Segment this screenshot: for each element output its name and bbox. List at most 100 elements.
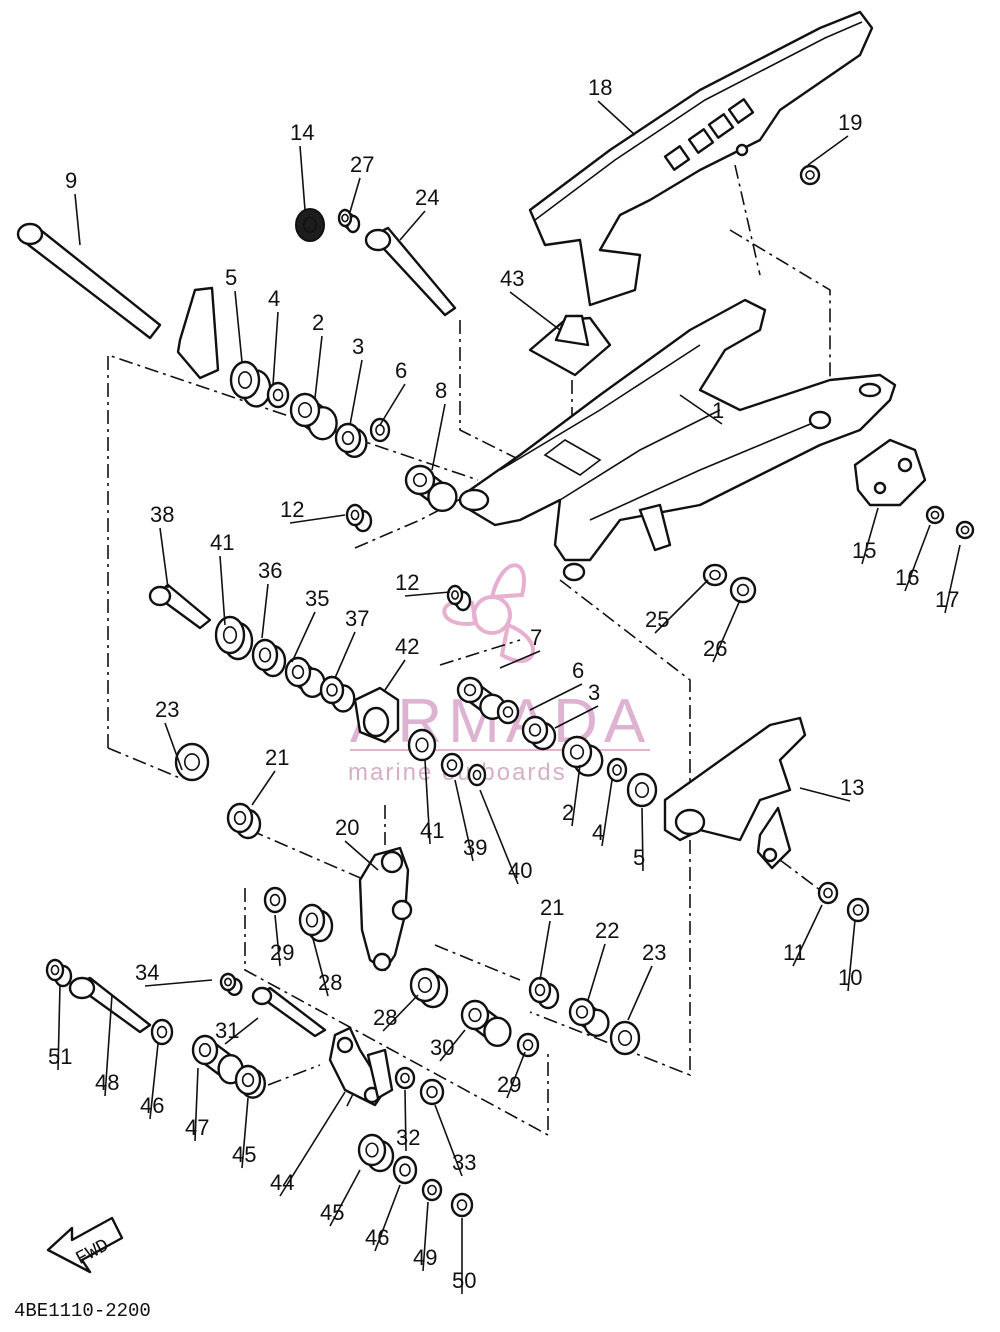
callout-2: 2: [562, 800, 574, 825]
part-shape: [369, 417, 391, 443]
part-shape: [609, 1020, 641, 1056]
part-shape: [404, 464, 458, 512]
part-shape: [626, 772, 658, 808]
watermark: ARMADA marine outboards: [348, 563, 650, 786]
leader-line: [384, 659, 406, 691]
leader-line: [422, 1201, 429, 1272]
part-shape: [568, 997, 610, 1037]
leader-line: [334, 631, 356, 679]
leader-line: [712, 599, 741, 663]
callout-45: 45: [232, 1142, 256, 1167]
leader-line: [234, 290, 243, 363]
callout-32: 32: [396, 1125, 420, 1150]
drawing-code: 4BE1110-2200: [14, 1300, 151, 1322]
callout-22: 22: [595, 918, 619, 943]
callout-31: 31: [215, 1018, 239, 1043]
leader-line: [434, 1104, 463, 1177]
part-shape: [516, 1032, 540, 1058]
part-shape: [496, 699, 520, 725]
assembly-lines: [107, 164, 831, 1137]
leader-line: [261, 583, 269, 639]
callout-14: 14: [290, 120, 314, 145]
callout-24: 24: [415, 185, 439, 210]
leader-line: [454, 779, 474, 862]
part-shape: [421, 1178, 443, 1202]
callout-10: 10: [838, 965, 862, 990]
leader-line: [291, 611, 316, 663]
callout-26: 26: [703, 636, 727, 661]
leader-line: [279, 1091, 346, 1197]
part-shape: [521, 715, 557, 751]
callout-44: 44: [270, 1170, 294, 1195]
callout-41: 41: [420, 818, 444, 843]
leader-line: [194, 1067, 199, 1142]
callout-11: 11: [783, 940, 806, 965]
part-shape: [295, 208, 325, 242]
callout-30: 30: [430, 1035, 454, 1060]
callout-13: 13: [840, 775, 864, 800]
part-shape: [446, 584, 472, 612]
leader-line: [506, 1051, 526, 1099]
part-shape: [298, 903, 334, 943]
part-shape: [214, 615, 254, 661]
leader-line: [587, 943, 606, 1001]
callout-34: 34: [135, 960, 159, 985]
callout-2: 2: [312, 310, 324, 335]
leader-line: [641, 807, 644, 872]
callout-51: 51: [48, 1044, 72, 1069]
callout-35: 35: [305, 586, 329, 611]
callout-3: 3: [352, 334, 364, 359]
part-shape: [729, 576, 757, 604]
callout-9: 9: [65, 168, 77, 193]
callout-27: 27: [350, 152, 374, 177]
leader-line: [627, 965, 653, 1021]
callout-46: 46: [140, 1093, 164, 1118]
part-shape: [345, 503, 373, 533]
part-24-bolt: [364, 226, 457, 317]
callout-38: 38: [150, 502, 174, 527]
leader-line: [424, 759, 431, 845]
leader-line: [404, 591, 451, 597]
callout-47: 47: [185, 1115, 209, 1140]
callout-29: 29: [270, 940, 294, 965]
leader-line: [374, 1184, 401, 1252]
callout-45: 45: [320, 1200, 344, 1225]
part-shape: [251, 638, 287, 678]
callout-21: 21: [265, 745, 289, 770]
leader-line: [439, 1029, 466, 1062]
leader-line: [431, 403, 446, 471]
leader-line: [149, 1043, 159, 1120]
part-shape: [319, 675, 356, 713]
part-shape: [440, 752, 464, 778]
callout-23: 23: [155, 697, 179, 722]
leader-line: [799, 787, 851, 802]
part-18-chain-guard: [528, 10, 874, 307]
part-44-connecting-rod: [328, 1026, 394, 1107]
callout-5: 5: [225, 265, 237, 290]
callout-46: 46: [365, 1225, 389, 1250]
leader-line: [571, 764, 581, 827]
part-shape: [925, 505, 945, 525]
part-shape: [334, 422, 368, 458]
part-shape: [266, 381, 290, 409]
leader-line: [554, 705, 599, 729]
part-shape: [955, 520, 975, 540]
leader-line: [529, 683, 583, 711]
callout-17: 17: [935, 587, 959, 612]
leader-line: [601, 779, 613, 847]
part-shape: [460, 999, 512, 1048]
leader-line: [144, 979, 213, 987]
part-42-housing: [353, 686, 400, 744]
small-bracket-plate: [176, 286, 220, 380]
leader-lines: [57, 100, 961, 1294]
part-shape: [817, 881, 839, 905]
leader-line: [944, 544, 961, 614]
leader-line: [904, 524, 931, 592]
callout-48: 48: [95, 1070, 119, 1095]
callout-8: 8: [435, 378, 447, 403]
callout-39: 39: [463, 835, 487, 860]
callout-7: 7: [530, 625, 542, 650]
leader-line: [159, 527, 169, 589]
callout-28: 28: [318, 970, 342, 995]
leader-line: [861, 507, 879, 565]
